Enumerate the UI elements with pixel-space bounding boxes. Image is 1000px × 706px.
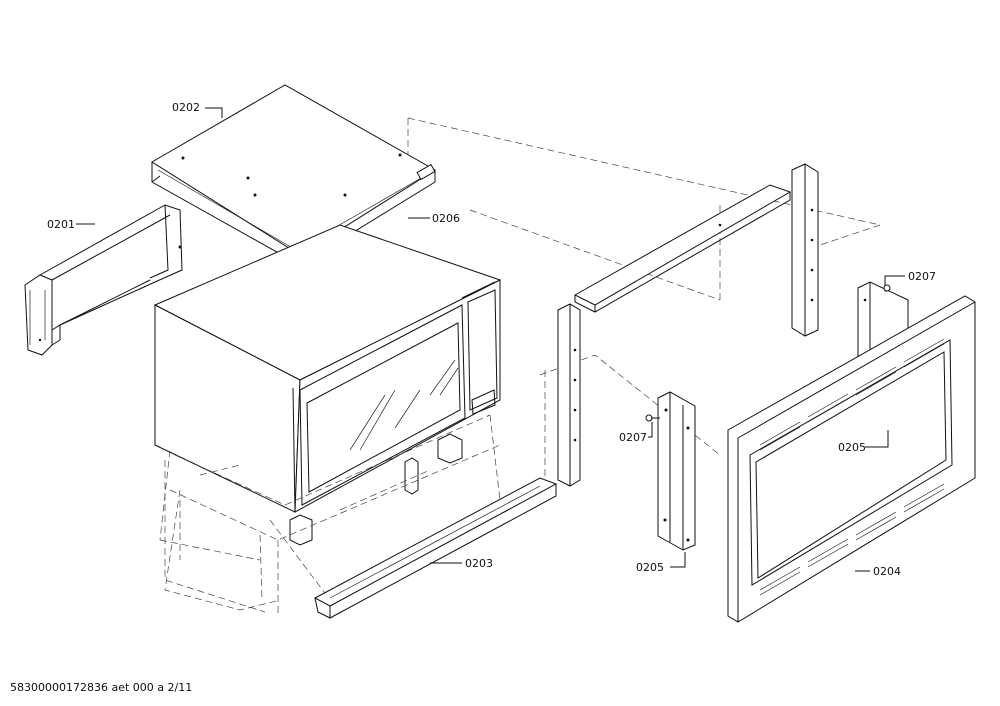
label-0205-center: 0205 — [636, 561, 664, 574]
part-0205-bracket-center — [657, 391, 696, 551]
label-0204: 0204 — [873, 565, 901, 578]
vertical-post-left — [557, 303, 581, 487]
screw-0207-right — [883, 284, 891, 292]
screw-0207-center — [645, 414, 660, 422]
label-0206: 0206 — [432, 212, 460, 225]
part-0206-microwave — [153, 224, 502, 546]
support-box-outline — [164, 414, 501, 615]
drawing-footer: 58300000172836 aet 000 a 2/11 — [10, 681, 193, 694]
top-rail — [573, 184, 792, 313]
part-0203-bottom-rail — [313, 477, 558, 619]
part-0204-trim-frame — [727, 295, 976, 623]
label-0207-right: 0207 — [908, 270, 936, 283]
vertical-post-right — [791, 163, 819, 337]
label-0203: 0203 — [465, 557, 493, 570]
label-0205-right: 0205 — [838, 441, 866, 454]
leader-lines — [76, 107, 905, 572]
label-0202: 0202 — [172, 101, 200, 114]
label-0207-center: 0207 — [619, 431, 647, 444]
label-0201: 0201 — [47, 218, 75, 231]
part-0201-side-frame — [24, 204, 183, 356]
